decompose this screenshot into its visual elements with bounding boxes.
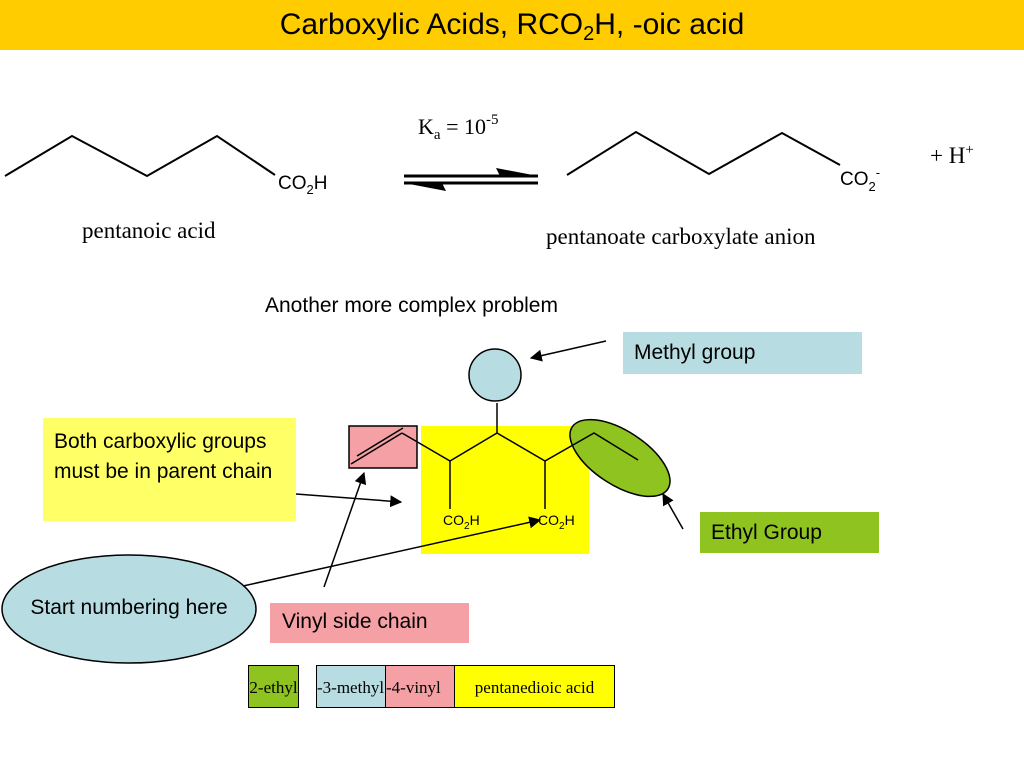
reactant-name: pentanoic acid — [82, 218, 216, 243]
product-carboxylate-label: CO2- — [840, 165, 880, 194]
methyl-highlight — [468, 348, 522, 402]
pentanoate-skeleton — [566, 130, 841, 176]
start-numbering-label: Start numbering here — [30, 596, 228, 619]
parent-chain-note: Both carboxylic groups must be in parent… — [43, 418, 296, 521]
vinyl-highlight — [348, 425, 418, 469]
ethyl-group-label: Ethyl Group — [700, 512, 879, 553]
ka-label: Ka = 10-5 — [418, 112, 498, 143]
reactant-carboxyl-label: CO2H — [278, 173, 327, 197]
methyl-group-label: Methyl group — [623, 332, 862, 374]
name-part-vinyl: -4-vinyl — [385, 665, 454, 708]
name-part-parent: pentanedioic acid — [454, 665, 615, 708]
product-name: pentanoate carboxylate anion — [546, 224, 816, 249]
annotation-arrows — [242, 340, 684, 588]
name-part-ethyl: 2-ethyl — [248, 665, 299, 708]
iupac-name: 2-ethyl -3-methyl -4-vinyl pentanedioic … — [248, 665, 615, 708]
slide-title: Carboxylic Acids, RCO2H, -oic acid — [279, 8, 745, 45]
name-part-methyl: -3-methyl — [316, 665, 385, 708]
complex-molecule-skeleton — [350, 403, 639, 509]
parent-chain-highlight — [421, 426, 589, 554]
proton-label: + H+ — [930, 142, 974, 168]
carboxyl-group-1: CO2H — [443, 512, 480, 532]
pentanoic-acid-skeleton — [4, 134, 276, 178]
ethyl-highlight — [569, 418, 671, 498]
complex-heading: Another more complex problem — [265, 294, 558, 317]
equilibrium-arrow — [404, 168, 538, 191]
start-numbering-ellipse — [1, 554, 257, 664]
title-bar — [0, 0, 1024, 50]
vinyl-side-chain-label: Vinyl side chain — [270, 603, 469, 643]
carboxyl-group-2: CO2H — [538, 512, 575, 532]
name-gap — [299, 665, 316, 708]
